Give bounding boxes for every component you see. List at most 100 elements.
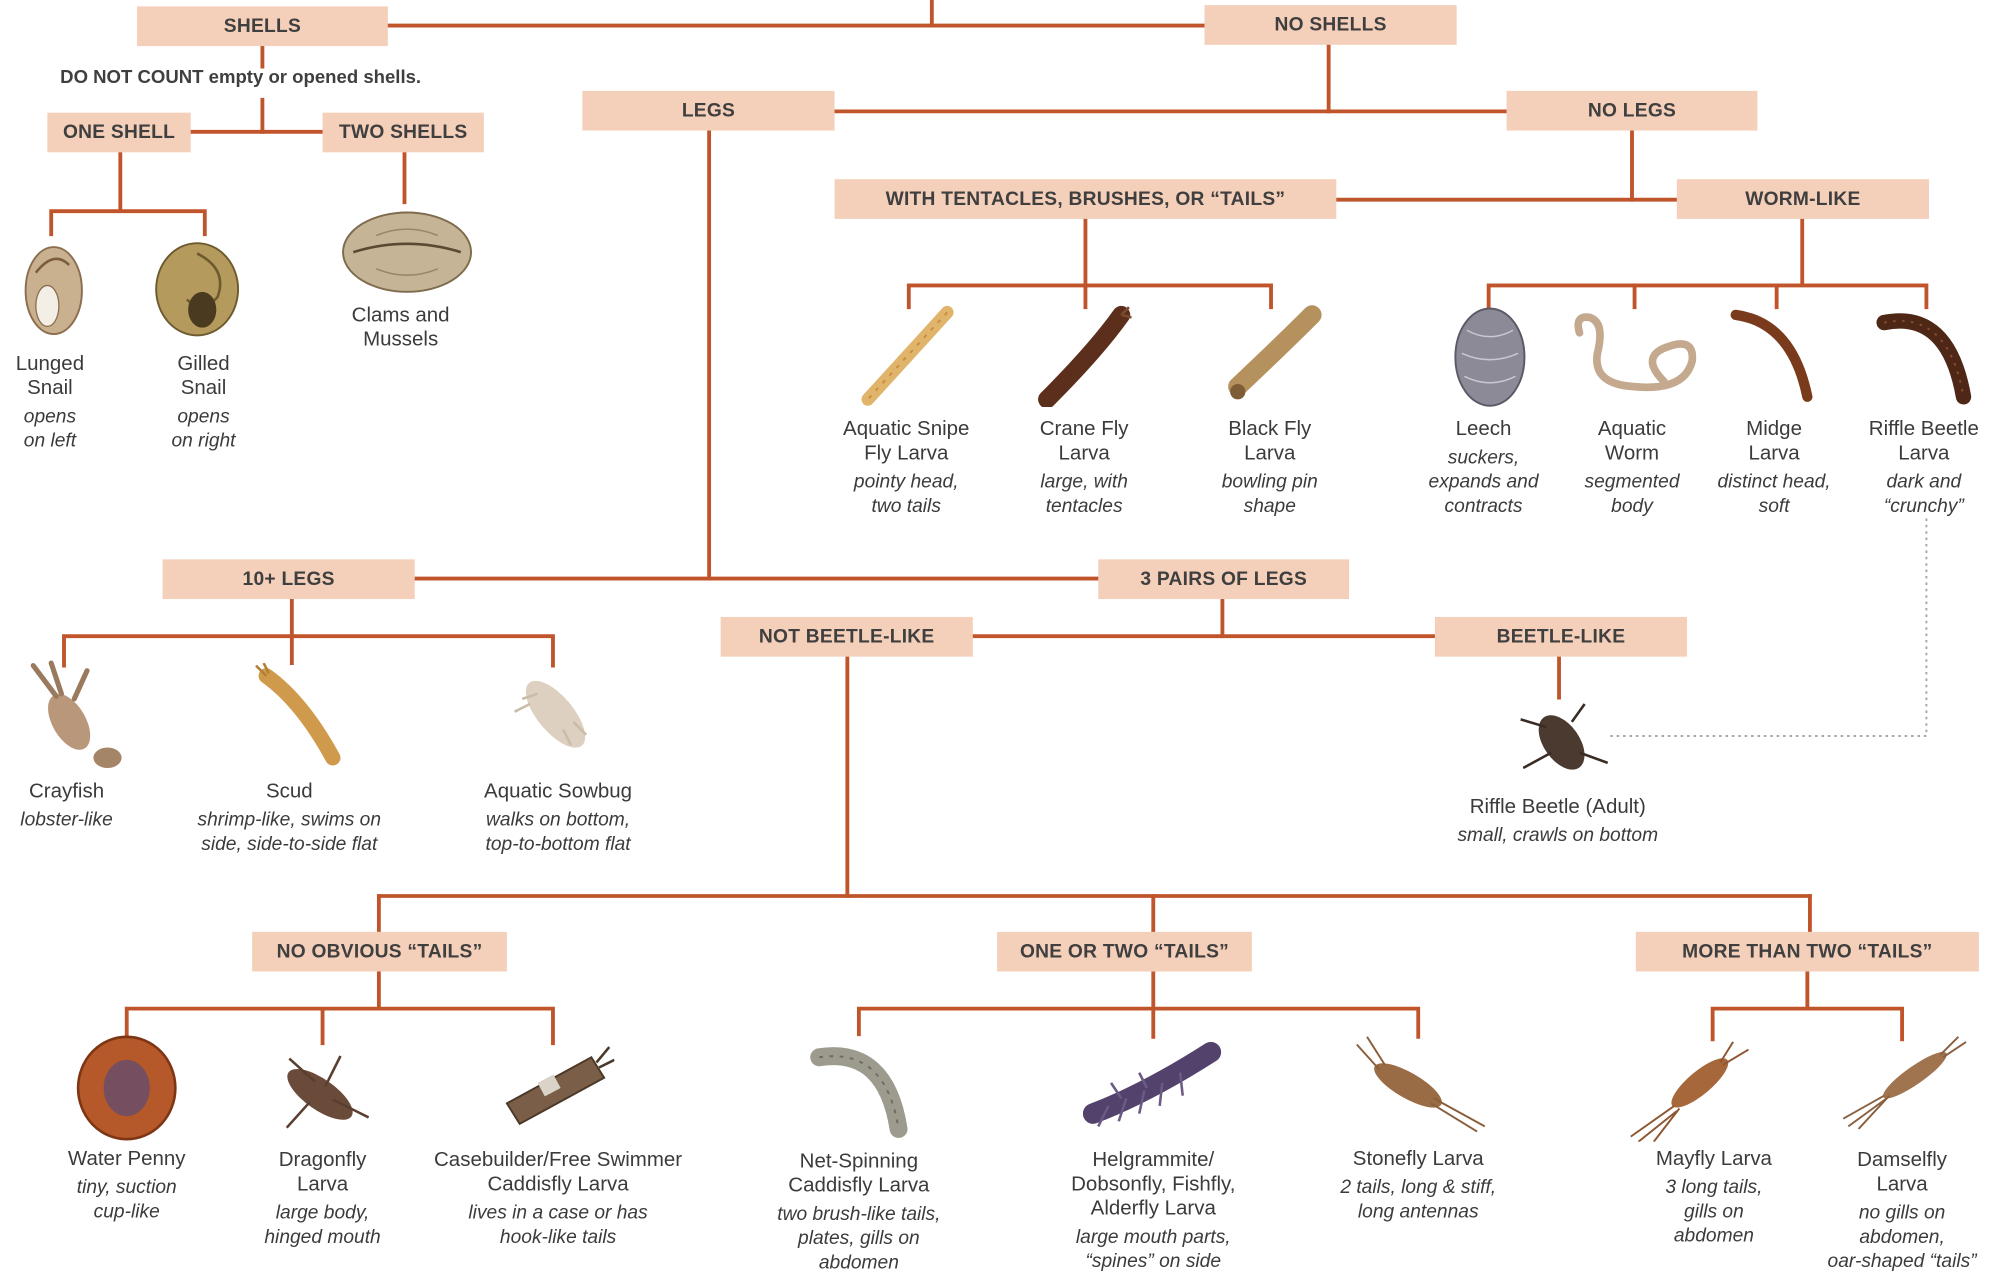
leech-icon xyxy=(1454,307,1526,407)
organism-description: pointy head, two tails xyxy=(853,471,959,518)
organism-name: Helgrammite/ Dobsonfly, Fishfly, Alderfl… xyxy=(1071,1149,1236,1220)
net-spinning-caddisfly-icon xyxy=(810,1047,908,1138)
organism-name: Mayfly Larva xyxy=(1655,1148,1772,1170)
organism-description: tiny, suction cup-like xyxy=(76,1176,177,1223)
organism-name: Black Fly Larva xyxy=(1228,418,1312,465)
organism-name: Riffle Beetle (Adult) xyxy=(1469,796,1646,818)
organism-description: 3 long tails, gills on abdomen xyxy=(1665,1176,1763,1247)
three-pairs-box: 3 PAIRS OF LEGS xyxy=(1098,559,1350,600)
gilled-snail-label: Gilled Snail opens on right xyxy=(50,352,357,453)
organism-description: bowling pin shape xyxy=(1221,471,1318,518)
organism-name: Casebuilder/Free Swimmer Caddisfly Larva xyxy=(434,1149,683,1196)
snipe-fly-larva-icon xyxy=(861,305,954,406)
organism-name: Water Penny xyxy=(67,1148,186,1170)
lunged-snail-icon xyxy=(24,246,83,336)
casebuilder-label: Casebuilder/Free Swimmer Caddisfly Larva… xyxy=(404,1148,711,1249)
net-spinning-label: Net-Spinning Caddisfly Larva two brush-l… xyxy=(705,1149,1012,1274)
helgrammite-label: Helgrammite/ Dobsonfly, Fishfly, Alderfl… xyxy=(1000,1148,1307,1273)
organism-description: small, crawls on bottom xyxy=(1457,824,1659,847)
crayfish-label: Crayfish lobster-like xyxy=(0,780,220,832)
organism-description: segmented body xyxy=(1584,471,1680,518)
beetle-box: BEETLE-LIKE xyxy=(1434,616,1688,657)
ten-legs-box: 10+ LEGS xyxy=(162,559,415,600)
organism-name: Crane Fly Larva xyxy=(1039,418,1129,465)
two-shells-box: TWO SHELLS xyxy=(322,112,484,153)
organism-name: Clams and Mussels xyxy=(351,304,450,351)
organism-description: opens on left xyxy=(23,405,77,452)
sowbug-icon xyxy=(513,680,588,748)
no-tails-box: NO OBVIOUS “TAILS” xyxy=(252,931,507,972)
organism-description: lobster-like xyxy=(20,808,113,831)
midge-larva-label: Midge Larva distinct head, soft xyxy=(1620,417,1927,518)
lunged-snail-label: Lunged Snail opens on left xyxy=(0,352,204,453)
more-tails-box: MORE THAN TWO “TAILS” xyxy=(1635,931,1979,972)
black-fly-larva-icon xyxy=(1228,305,1322,400)
sowbug-label: Aquatic Sowbug walks on bottom, top-to-b… xyxy=(404,780,711,857)
organism-name: Leech xyxy=(1455,418,1512,441)
scud-label: Scud shrimp-like, swims on side, side-to… xyxy=(136,780,443,857)
water-penny-icon xyxy=(76,1035,177,1141)
organism-description: large, with tentacles xyxy=(1040,471,1128,518)
organism-name: Riffle Beetle Larva xyxy=(1868,418,1979,465)
one-two-tails-box: ONE OR TWO “TAILS” xyxy=(997,931,1252,972)
mayfly-larva-icon xyxy=(1630,1041,1749,1142)
shells-note: DO NOT COUNT empty or opened shells. xyxy=(60,67,422,89)
crane-fly-label: Crane Fly Larva large, with tentacles xyxy=(931,417,1238,518)
organism-name: Net-Spinning Caddisfly Larva xyxy=(788,1150,930,1197)
organism-name: Aquatic Snipe Fly Larva xyxy=(843,418,970,465)
legs-box: LEGS xyxy=(582,90,835,131)
organism-description: dark and “crunchy” xyxy=(1883,471,1964,518)
stonefly-larva-icon xyxy=(1356,1036,1486,1133)
organism-name: Aquatic Sowbug xyxy=(484,780,633,803)
organism-description: distinct head, soft xyxy=(1717,471,1831,518)
one-shell-box: ONE SHELL xyxy=(47,112,191,153)
organism-name: Lunged Snail xyxy=(15,353,85,400)
leech-label: Leech suckers, expands and contracts xyxy=(1330,417,1637,518)
aquatic-worm-label: Aquatic Worm segmented body xyxy=(1478,417,1785,518)
organism-name: Dragonfly Larva xyxy=(278,1149,367,1196)
dragonfly-label: Dragonfly Larva large body, hinged mouth xyxy=(169,1148,476,1249)
helgrammite-icon xyxy=(1082,1041,1222,1127)
worm-like-box: WORM-LIKE xyxy=(1676,179,1929,219)
water-penny-label: Water Penny tiny, suction cup-like xyxy=(0,1147,280,1224)
organism-name: Aquatic Worm xyxy=(1597,418,1667,465)
organism-description: large mouth parts, “spines” on side xyxy=(1075,1226,1231,1273)
organism-description: walks on bottom, top-to-bottom flat xyxy=(485,808,631,856)
organism-name: Damselfly Larva xyxy=(1857,1149,1948,1196)
organism-name: Scud xyxy=(265,780,313,803)
organism-name: Midge Larva xyxy=(1746,418,1802,465)
organism-description: suckers, expands and contracts xyxy=(1428,446,1539,518)
snipe-fly-label: Aquatic Snipe Fly Larva pointy head, two… xyxy=(753,417,1060,518)
organism-name: Crayfish xyxy=(29,780,105,803)
organism-description: 2 tails, long & stiff, long antennas xyxy=(1340,1176,1497,1223)
crayfish-icon xyxy=(30,660,122,768)
organism-description: shrimp-like, swims on side, side-to-side… xyxy=(197,808,382,856)
organism-name: Gilled Snail xyxy=(177,353,230,400)
not-beetle-box: NOT BEETLE-LIKE xyxy=(720,616,973,657)
riffle-larva-label: Riffle Beetle Larva dark and “crunchy” xyxy=(1770,417,1997,518)
gilled-snail-icon xyxy=(155,242,240,337)
clams-label: Clams and Mussels xyxy=(247,303,554,352)
riffle-beetle-adult-icon xyxy=(1520,703,1609,770)
aquatic-worm-icon xyxy=(1574,313,1697,392)
organism-description: large body, hinged mouth xyxy=(264,1201,381,1248)
stonefly-label: Stonefly Larva 2 tails, long & stiff, lo… xyxy=(1265,1147,1572,1224)
scud-icon xyxy=(255,663,341,766)
no-legs-box: NO LEGS xyxy=(1506,90,1758,131)
clam-icon xyxy=(342,211,472,293)
no-shells-box: NO SHELLS xyxy=(1204,5,1457,45)
midge-larva-icon xyxy=(1730,309,1813,402)
organism-description: opens on right xyxy=(171,405,236,452)
organism-description: lives in a case or has hook-like tails xyxy=(468,1201,648,1248)
damselfly-label: Damselfly Larva no gills on abdomen, oar… xyxy=(1748,1148,1997,1273)
riffle-adult-label: Riffle Beetle (Adult) small, crawls on b… xyxy=(1404,795,1711,847)
damselfly-larva-icon xyxy=(1842,1036,1967,1130)
casebuilder-caddisfly-icon xyxy=(505,1046,615,1126)
crane-fly-larva-icon xyxy=(1038,305,1132,408)
mayfly-label: Mayfly Larva 3 long tails, gills on abdo… xyxy=(1560,1147,1867,1248)
dragonfly-larva-icon xyxy=(285,1055,370,1129)
tentacles-box: WITH TENTACLES, BRUSHES, OR “TAILS” xyxy=(834,179,1337,219)
black-fly-label: Black Fly Larva bowling pin shape xyxy=(1116,417,1423,518)
shells-box: SHELLS xyxy=(136,6,388,47)
